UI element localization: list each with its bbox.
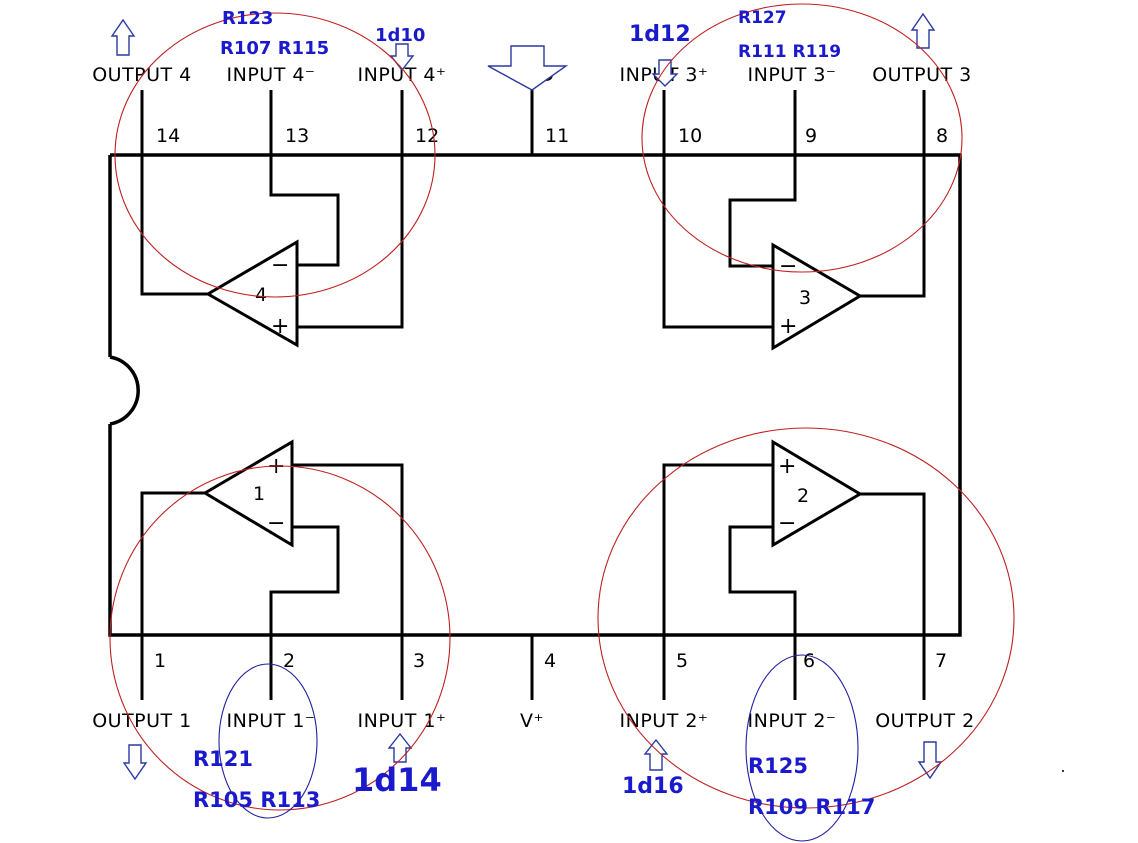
opamp-4-number: 4 [255, 284, 267, 306]
pin-number-11: 11 [545, 125, 569, 147]
pin-number-9: 9 [805, 125, 817, 147]
annotation-1d10: 1d10 [375, 25, 425, 46]
annotation-r105-r113: R105 R113 [193, 788, 320, 812]
arrow-down-icon [651, 59, 679, 87]
annotation-r127: R127 [738, 8, 787, 28]
wire-amp3-output [860, 155, 926, 298]
wire-amp1-output [140, 491, 205, 635]
opamp-3-number: 3 [799, 287, 811, 309]
annotation-r111-r119: R111 R119 [738, 42, 841, 62]
pin-number-5: 5 [676, 650, 688, 672]
wire-amp2-output [860, 492, 926, 635]
highlight-circle-amp2 [597, 427, 1015, 809]
opamp-2 [771, 439, 863, 548]
pin-label-14: OUTPUT 4 [92, 64, 192, 86]
pin-label-8: OUTPUT 3 [872, 64, 972, 86]
annotation-1d14: 1d14 [352, 761, 442, 799]
annotation-1d16: 1d16 [622, 774, 684, 799]
opamp-1 [202, 439, 294, 548]
highlight-circle-amp3 [641, 3, 963, 273]
arrow-up-icon [643, 738, 669, 771]
chip-notch [109, 355, 140, 426]
pin-number-1: 1 [154, 650, 166, 672]
opamp-4 [205, 239, 299, 348]
pin-number-3: 3 [413, 650, 425, 672]
opamp-4-minus: − [271, 253, 289, 278]
highlight-circle-amp4 [114, 12, 436, 298]
opamp-2-plus: + [778, 454, 796, 479]
pin-label-4: V⁺ [520, 710, 544, 732]
stray-dot [1062, 770, 1064, 772]
annotation-r109-r117: R109 R117 [748, 795, 875, 819]
pin-label-6: INPUT 2⁻ [748, 710, 837, 732]
highlight-oval-input2-minus [745, 654, 859, 842]
annotation-r125: R125 [748, 754, 808, 778]
pin-label-5: INPUT 2⁺ [620, 710, 709, 732]
pin-label-12: INPUT 4⁺ [358, 64, 447, 86]
arrow-down-icon [122, 744, 148, 781]
opamp-1-minus: − [267, 511, 285, 536]
opamp-3 [771, 242, 863, 351]
wire-amp3-inverting [728, 155, 797, 268]
wire-amp4-output [140, 155, 208, 296]
pin-number-6: 6 [803, 650, 815, 672]
pin-number-13: 13 [285, 125, 309, 147]
wire-amp2-noninverting [662, 463, 773, 635]
wire-amp2-inverting [728, 525, 797, 635]
wire-amp1-noninverting [292, 463, 404, 635]
opamp-1-number: 1 [253, 483, 265, 505]
arrow-up-icon [387, 732, 413, 763]
annotation-r123: R123 [222, 8, 273, 29]
pin-label-3: INPUT 1⁺ [358, 710, 447, 732]
arrow-down-icon [487, 45, 569, 91]
pin-number-2: 2 [283, 650, 295, 672]
pin-label-7: OUTPUT 2 [875, 710, 975, 732]
wire-amp4-noninverting [297, 155, 404, 329]
pin-label-9: INPUT 3⁻ [748, 64, 837, 86]
wire-amp3-noninverting [662, 155, 773, 329]
annotation-r121: R121 [193, 747, 253, 771]
arrow-up-icon [110, 18, 136, 56]
opamp-3-plus: + [779, 314, 797, 339]
pin-number-7: 7 [935, 650, 947, 672]
pin-number-4: 4 [544, 650, 556, 672]
chip-body [108, 153, 962, 637]
opamp-3-minus: − [779, 254, 797, 279]
pin-label-2: INPUT 1⁻ [227, 710, 316, 732]
arrow-down-icon [389, 43, 415, 72]
opamp-4-plus: + [271, 314, 289, 339]
pin-number-12: 12 [415, 125, 439, 147]
highlight-circle-amp1 [109, 465, 451, 811]
pin-number-10: 10 [678, 125, 702, 147]
arrow-up-icon [910, 12, 936, 49]
highlight-oval-input1-minus [218, 663, 318, 819]
arrow-down-icon [917, 741, 943, 780]
annotation-r107-r115: R107 R115 [220, 38, 329, 59]
pin-label-1: OUTPUT 1 [92, 710, 192, 732]
wire-amp1-inverting [269, 525, 340, 635]
annotation-1d12: 1d12 [629, 22, 691, 47]
wire-amp4-inverting [269, 155, 340, 267]
opamp-2-number: 2 [797, 485, 809, 507]
pin-label-13: INPUT 4⁻ [227, 64, 316, 86]
opamp-2-minus: − [778, 511, 796, 536]
pin-number-8: 8 [936, 125, 948, 147]
pin-number-14: 14 [156, 125, 180, 147]
